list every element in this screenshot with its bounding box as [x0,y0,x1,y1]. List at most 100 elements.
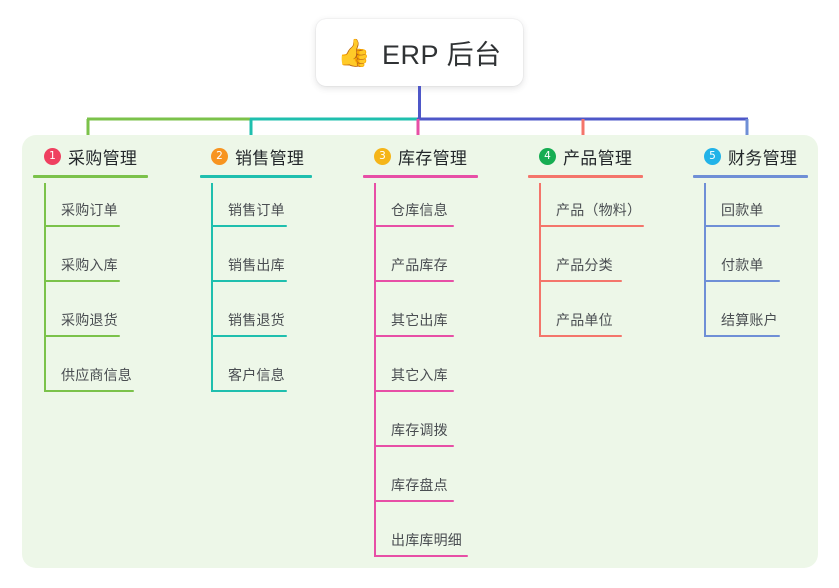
leaf-item[interactable]: 库存盘点 [374,458,454,502]
branch-items-4: 产品（物料） 产品分类产品单位 [528,183,644,348]
root-node[interactable]: 👍 ERP 后台 [316,19,523,86]
leaf-item-rule [211,225,287,227]
branch-badge-5: 5 [704,147,721,165]
branch-badge-2: 2 [211,147,228,165]
leaf-item[interactable]: 出库库明细 [374,513,468,557]
leaf-item-label: 采购订单 [61,202,118,218]
leaf-item-label: 供应商信息 [61,367,132,383]
leaf-item-rule [44,225,120,227]
leaf-item-label: 产品库存 [391,257,448,273]
branch-spine-1 [44,183,46,392]
branch-title-4: 产品管理 [563,148,633,168]
branch-spine-3 [374,183,376,557]
leaf-item[interactable]: 其它入库 [374,348,454,392]
leaf-item[interactable]: 回款单 [704,183,780,227]
branch-badge-4: 4 [539,147,556,165]
leaf-item-rule [374,555,468,557]
leaf-item-rule [539,225,644,227]
leaf-item-rule [374,445,454,447]
thumbs-up-icon: 👍 [337,38,372,68]
branch-spine-5 [704,183,706,337]
leaf-item-label: 库存调拨 [391,422,448,438]
branch-title-3: 库存管理 [398,148,468,168]
branch-header-1[interactable]: 1 采购管理 [33,143,148,178]
leaf-item[interactable]: 销售出库 [211,238,287,282]
leaf-item[interactable]: 供应商信息 [44,348,134,392]
leaf-item[interactable]: 付款单 [704,238,780,282]
leaf-item-rule [211,335,287,337]
branch-title-1: 采购管理 [68,148,138,168]
branch-header-3[interactable]: 3 库存管理 [363,143,478,178]
branch-title-2: 销售管理 [235,148,305,168]
leaf-item-label: 采购入库 [61,257,118,273]
leaf-item-rule [374,390,454,392]
leaf-item-label: 其它出库 [391,312,448,328]
leaf-item-rule [704,335,780,337]
leaf-item[interactable]: 产品分类 [539,238,622,282]
leaf-item-label: 客户信息 [228,367,285,383]
leaf-item-label: 销售订单 [228,202,285,218]
leaf-item[interactable]: 仓库信息 [374,183,454,227]
leaf-item-rule [211,280,287,282]
leaf-item[interactable]: 销售退货 [211,293,287,337]
leaf-item[interactable]: 采购入库 [44,238,120,282]
leaf-item-label: 产品单位 [556,312,613,328]
leaf-item-rule [374,500,454,502]
leaf-item-rule [374,335,454,337]
branch-spine-4 [539,183,541,337]
branch-header-rule-3 [363,175,478,178]
leaf-item-rule [374,280,454,282]
branch-column-3: 3 库存管理仓库信息产品库存其它出库其它入库库存调拨库存盘点出库库明细 [363,143,478,568]
leaf-item[interactable]: 客户信息 [211,348,287,392]
leaf-item-label: 其它入库 [391,367,448,383]
branch-column-2: 2 销售管理销售订单销售出库销售退货客户信息 [200,143,312,403]
branch-header-5[interactable]: 5 财务管理 [693,143,808,178]
leaf-item-label: 销售出库 [228,257,285,273]
branch-header-rule-4 [528,175,643,178]
branch-header-rule-1 [33,175,148,178]
leaf-item[interactable]: 销售订单 [211,183,287,227]
branch-spine-2 [211,183,213,392]
leaf-item-label: 出库库明细 [391,532,462,548]
branch-badge-1: 1 [44,147,61,165]
leaf-item[interactable]: 其它出库 [374,293,454,337]
leaf-item-label: 回款单 [721,202,764,218]
leaf-item-rule [539,335,622,337]
leaf-item-rule [211,390,287,392]
branches-panel [22,135,818,568]
root-title: ERP 后台 [382,40,502,70]
leaf-item-rule [44,280,120,282]
leaf-item[interactable]: 产品单位 [539,293,622,337]
leaf-item-label: 结算账户 [721,312,778,328]
leaf-item-rule [44,335,120,337]
leaf-item[interactable]: 产品（物料） [539,183,644,227]
leaf-item-label: 仓库信息 [391,202,448,218]
leaf-item[interactable]: 采购订单 [44,183,120,227]
leaf-item-rule [374,225,454,227]
branch-column-1: 1 采购管理采购订单采购入库采购退货供应商信息 [33,143,148,403]
branch-title-5: 财务管理 [728,148,798,168]
leaf-item[interactable]: 产品库存 [374,238,454,282]
branch-header-4[interactable]: 4 产品管理 [528,143,643,178]
leaf-item[interactable]: 库存调拨 [374,403,454,447]
branch-column-5: 5 财务管理回款单付款单结算账户 [693,143,808,348]
leaf-item-label: 销售退货 [228,312,285,328]
leaf-item-label: 产品分类 [556,257,613,273]
leaf-item-label: 产品（物料） [556,202,642,218]
branch-items-1: 采购订单采购入库采购退货供应商信息 [33,183,137,403]
leaf-item-rule [539,280,622,282]
leaf-item-rule [704,225,780,227]
branch-header-2[interactable]: 2 销售管理 [200,143,312,178]
leaf-item-label: 采购退货 [61,312,118,328]
branch-items-3: 仓库信息产品库存其它出库其它入库库存调拨库存盘点出库库明细 [363,183,468,568]
leaf-item-rule [44,390,134,392]
branch-column-4: 4 产品管理产品（物料） 产品分类产品单位 [528,143,644,348]
leaf-item[interactable]: 采购退货 [44,293,120,337]
branch-items-5: 回款单付款单结算账户 [693,183,797,348]
branch-header-rule-5 [693,175,808,178]
leaf-item[interactable]: 结算账户 [704,293,780,337]
branch-header-rule-2 [200,175,312,178]
branch-items-2: 销售订单销售出库销售退货客户信息 [200,183,304,403]
branch-badge-3: 3 [374,147,391,165]
